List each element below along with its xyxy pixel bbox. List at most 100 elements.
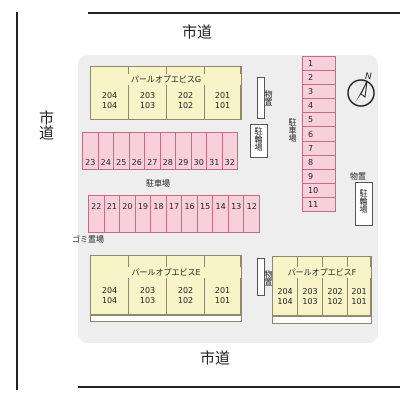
storage-e-label: 物置 [264, 270, 273, 286]
storage-f-label: 物置 [350, 172, 366, 181]
parking-slot: 4 [302, 98, 336, 113]
parking-slot: 8 [302, 154, 336, 169]
parking-slot: 31 [206, 132, 222, 170]
unit-lower: 103 [139, 296, 156, 305]
parking-slot: 10 [302, 182, 336, 197]
unit-lower: 104 [101, 101, 118, 110]
road-label-west: 市道 [32, 110, 55, 149]
building-e-balcony [90, 315, 242, 322]
parking-slot: 1 [302, 56, 336, 71]
road-line-west [16, 12, 18, 390]
unit-upper: 204 [101, 91, 118, 100]
bicycle-parking-g [250, 124, 268, 158]
parking-slot: 23 [82, 132, 98, 170]
parking-label-center: 駐車場 [146, 179, 170, 188]
parking-slot: 21 [103, 195, 120, 233]
unit-lower: 102 [327, 297, 343, 306]
parking-slot: 29 [175, 132, 191, 170]
unit-lower: 104 [277, 297, 293, 306]
parking-slot: 18 [150, 195, 166, 233]
parking-slot: 22 [88, 195, 104, 233]
unit-upper: 202 [177, 286, 194, 295]
storage-g [257, 77, 265, 119]
garbage-area-label: ゴミ置場 [72, 235, 104, 244]
parking-slot: 30 [190, 132, 206, 170]
parking-slot: 19 [134, 195, 151, 233]
parking-slot: 20 [119, 195, 135, 233]
road-label-west-text: 市道 [37, 110, 55, 140]
parking-row-lower: 22 21 20 19 18 17 16 15 14 13 12 [88, 195, 261, 233]
building-f-name: パールオプエビスF [273, 267, 371, 278]
unit-lower: 102 [177, 101, 194, 110]
parking-slot: 25 [113, 132, 129, 170]
parking-slot: 15 [196, 195, 213, 233]
storage-e [257, 258, 265, 296]
unit-lower: 104 [101, 296, 118, 305]
unit-upper: 202 [327, 287, 343, 296]
parking-slot: 28 [159, 132, 175, 170]
bicycle-parking-g-label: 駐輪場 [254, 127, 263, 151]
parking-column-right: 1 2 3 4 5 6 7 8 9 10 11 [302, 56, 336, 213]
unit-upper: 203 [139, 286, 156, 295]
parking-slot: 9 [302, 168, 336, 183]
unit-upper: 203 [139, 91, 156, 100]
bicycle-parking-f [355, 182, 373, 226]
road-label-south: 市道 [200, 349, 231, 367]
compass-label: N [365, 72, 372, 82]
unit-upper: 201 [214, 91, 231, 100]
unit-upper: 202 [177, 91, 194, 100]
parking-slot: 16 [181, 195, 197, 233]
unit-lower: 103 [139, 101, 156, 110]
unit-upper: 201 [214, 286, 231, 295]
road-line-north [88, 12, 400, 14]
parking-slot: 7 [302, 140, 336, 155]
parking-slot: 17 [165, 195, 182, 233]
building-e-name: パールオプエビスE [91, 267, 241, 278]
road-label-north: 市道 [182, 23, 213, 41]
parking-slot: 12 [243, 195, 261, 233]
road-line-south [78, 386, 400, 388]
storage-g-label: 物置 [264, 90, 273, 106]
parking-slot: 6 [302, 126, 336, 141]
unit-lower: 102 [177, 296, 194, 305]
unit-upper: 201 [351, 287, 367, 296]
building-f-balcony [272, 316, 372, 324]
parking-slot: 3 [302, 84, 336, 99]
north-arrow-icon [347, 79, 375, 107]
unit-lower: 101 [214, 296, 231, 305]
bicycle-parking-f-label: 駐輪場 [359, 189, 368, 213]
parking-slot: 13 [227, 195, 244, 233]
parking-slot: 14 [212, 195, 228, 233]
unit-lower: 101 [351, 297, 367, 306]
parking-slot: 26 [128, 132, 144, 170]
unit-upper: 204 [277, 287, 293, 296]
parking-slot: 5 [302, 112, 336, 127]
parking-slot: 27 [144, 132, 160, 170]
parking-slot: 2 [302, 70, 336, 85]
unit-upper: 204 [101, 286, 118, 295]
parking-slot: 11 [302, 196, 336, 213]
building-g-name: パールオプエビスG [91, 74, 241, 85]
parking-row-upper: 23 24 25 26 27 28 29 30 31 32 [82, 132, 238, 170]
parking-label-vertical: 駐車場 [288, 118, 297, 142]
unit-upper: 203 [302, 287, 318, 296]
unit-lower: 103 [302, 297, 318, 306]
parking-slot: 32 [221, 132, 238, 170]
unit-lower: 101 [214, 101, 231, 110]
parking-slot: 24 [97, 132, 113, 170]
